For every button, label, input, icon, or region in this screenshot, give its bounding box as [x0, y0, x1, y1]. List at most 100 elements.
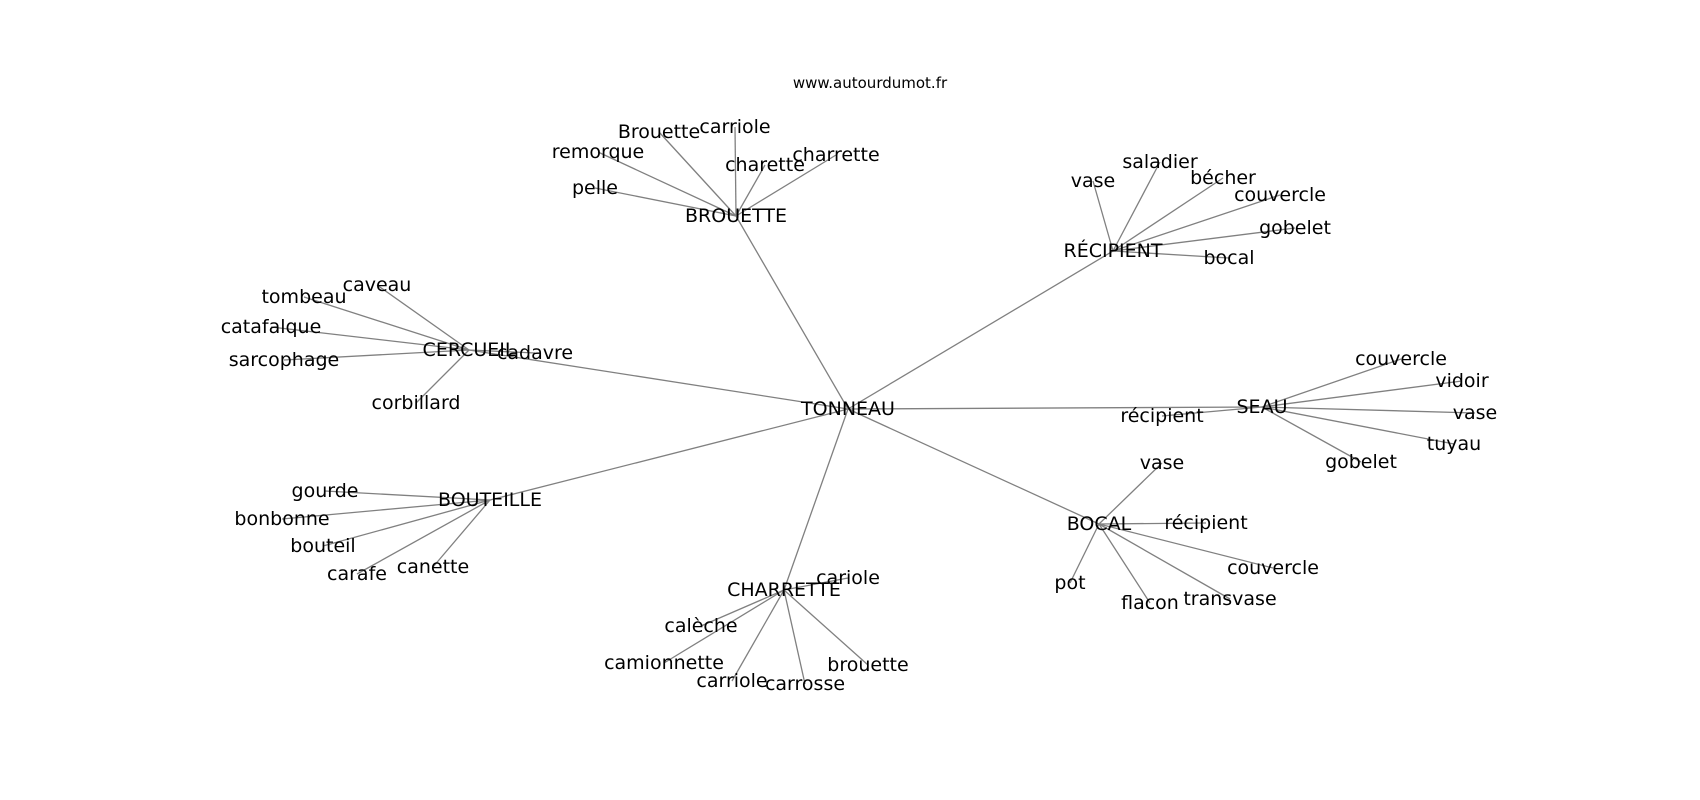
- edge-hub-to-leaf: [783, 589, 869, 666]
- edge-hub-to-leaf: [1261, 358, 1402, 408]
- leaf-node-label: sarcophage: [229, 349, 340, 371]
- edge-hub-to-leaf: [1092, 180, 1114, 252]
- hub-node-label: CHARRETTE: [727, 579, 841, 601]
- edge-hub-to-leaf: [281, 499, 491, 520]
- edge-hub-to-leaf: [324, 490, 491, 501]
- leaf-node-label: camionnette: [604, 652, 724, 674]
- hub-node-label: RÉCIPIENT: [1064, 239, 1163, 262]
- leaf-node-label: saladier: [1122, 151, 1197, 173]
- leaf-node-label: bocal: [1203, 247, 1254, 269]
- leaf-node-label: Brouette: [618, 121, 700, 143]
- edge-center-to-hub: [489, 408, 849, 501]
- leaf-node-label: tombeau: [261, 286, 346, 308]
- edge-hub-to-leaf: [322, 499, 491, 547]
- leaf-node-label: couvercle: [1355, 348, 1447, 370]
- leaf-node-label: gobelet: [1325, 451, 1397, 473]
- edge-hub-to-leaf: [1112, 250, 1230, 259]
- edge-hub-to-leaf: [468, 349, 536, 354]
- edge-hub-to-leaf: [356, 499, 491, 575]
- leaf-node-label: cariole: [816, 567, 880, 589]
- edge-center-to-hub: [847, 406, 1263, 410]
- watermark: www.autourdumot.fr: [793, 74, 948, 92]
- edge-center-to-hub: [735, 215, 849, 410]
- leaf-node-label: bonbonne: [234, 508, 329, 530]
- edge-hub-to-leaf: [1098, 523, 1231, 600]
- edges-layer: [270, 126, 1476, 685]
- edge-hub-to-leaf: [700, 589, 785, 627]
- leaf-node-label: couvercle: [1227, 557, 1319, 579]
- edge-hub-to-leaf: [1261, 406, 1362, 463]
- leaf-node-label: brouette: [827, 654, 908, 676]
- edge-hub-to-leaf: [283, 349, 470, 361]
- leaf-node-label: carafe: [327, 563, 387, 585]
- edge-hub-to-leaf: [1098, 522, 1207, 525]
- hub-node-label: CERCUEIL: [423, 339, 516, 361]
- leaf-node-label: vase: [1453, 402, 1497, 424]
- leaf-node-label: vase: [1140, 452, 1184, 474]
- leaf-node-label: bouteil: [290, 535, 355, 557]
- leaf-node-label: carriole: [699, 116, 770, 138]
- edge-hub-to-leaf: [1261, 406, 1455, 445]
- leaf-node-label: calèche: [664, 615, 737, 637]
- hub-node-label: BOUTEILLE: [438, 489, 542, 511]
- edge-center-to-hub: [468, 349, 849, 410]
- leaf-node-label: corbillard: [372, 392, 461, 414]
- edge-hub-to-leaf: [1261, 380, 1463, 408]
- leaf-node-label: cadavre: [497, 342, 573, 364]
- leaf-node-label: catafalque: [221, 316, 322, 338]
- edge-hub-to-leaf: [658, 131, 737, 217]
- hub-node-label: BROUETTE: [685, 205, 787, 227]
- hub-node-label: BOCAL: [1067, 513, 1132, 535]
- edge-hub-to-leaf: [594, 187, 737, 217]
- edge-hub-to-leaf: [1112, 177, 1224, 252]
- leaf-node-label: vase: [1071, 170, 1115, 192]
- leaf-node-label: carrosse: [765, 673, 845, 695]
- edge-hub-to-leaf: [1098, 523, 1274, 569]
- edge-hub-to-leaf: [1261, 406, 1476, 414]
- edge-hub-to-leaf: [783, 589, 806, 685]
- edge-hub-to-leaf: [1112, 227, 1296, 252]
- leaf-node-label: charrette: [792, 144, 879, 166]
- edge-hub-to-leaf: [734, 126, 737, 217]
- edge-hub-to-leaf: [303, 296, 470, 351]
- leaf-node-label: canette: [397, 556, 469, 578]
- leaf-node-label: gourde: [292, 480, 359, 502]
- edge-hub-to-leaf: [1112, 161, 1161, 252]
- leaf-node-label: couvercle: [1234, 184, 1326, 206]
- edge-hub-to-leaf: [376, 284, 470, 351]
- edge-hub-to-leaf: [597, 151, 737, 217]
- edge-hub-to-leaf: [270, 326, 470, 351]
- edge-hub-to-leaf: [1069, 523, 1100, 584]
- leaf-node-label: gobelet: [1259, 217, 1331, 239]
- edge-hub-to-leaf: [783, 577, 849, 591]
- edge-hub-to-leaf: [415, 349, 470, 404]
- leaf-node-label: récipient: [1120, 405, 1203, 427]
- edge-hub-to-leaf: [663, 589, 785, 664]
- leaf-node-label: pot: [1054, 572, 1085, 594]
- hub-node-label: SEAU: [1237, 396, 1288, 418]
- edge-hub-to-leaf: [735, 154, 837, 217]
- leaf-node-label: carriole: [696, 670, 767, 692]
- leaf-node-label: vidoir: [1435, 370, 1488, 392]
- edge-hub-to-leaf: [735, 164, 766, 217]
- edge-center-to-hub: [847, 250, 1114, 410]
- leaf-node-label: charette: [725, 154, 805, 176]
- center-node-label: TONNEAU: [800, 398, 895, 420]
- edge-center-to-hub: [783, 408, 849, 591]
- edge-hub-to-leaf: [1098, 523, 1151, 604]
- leaf-node-label: flacon: [1121, 592, 1179, 614]
- edge-hub-to-leaf: [1112, 194, 1281, 252]
- leaf-node-label: bécher: [1190, 167, 1256, 189]
- edge-hub-to-leaf: [731, 589, 785, 682]
- edge-hub-to-leaf: [1161, 406, 1263, 417]
- leaf-node-label: transvase: [1183, 588, 1276, 610]
- leaf-node-label: remorque: [552, 141, 645, 163]
- leaf-node-label: récipient: [1164, 512, 1247, 534]
- edge-center-to-hub: [847, 408, 1100, 525]
- leaf-node-label: tuyau: [1427, 433, 1481, 455]
- edge-hub-to-leaf: [1098, 462, 1163, 525]
- leaf-node-label: caveau: [343, 274, 412, 296]
- leaf-node-label: pelle: [572, 177, 618, 199]
